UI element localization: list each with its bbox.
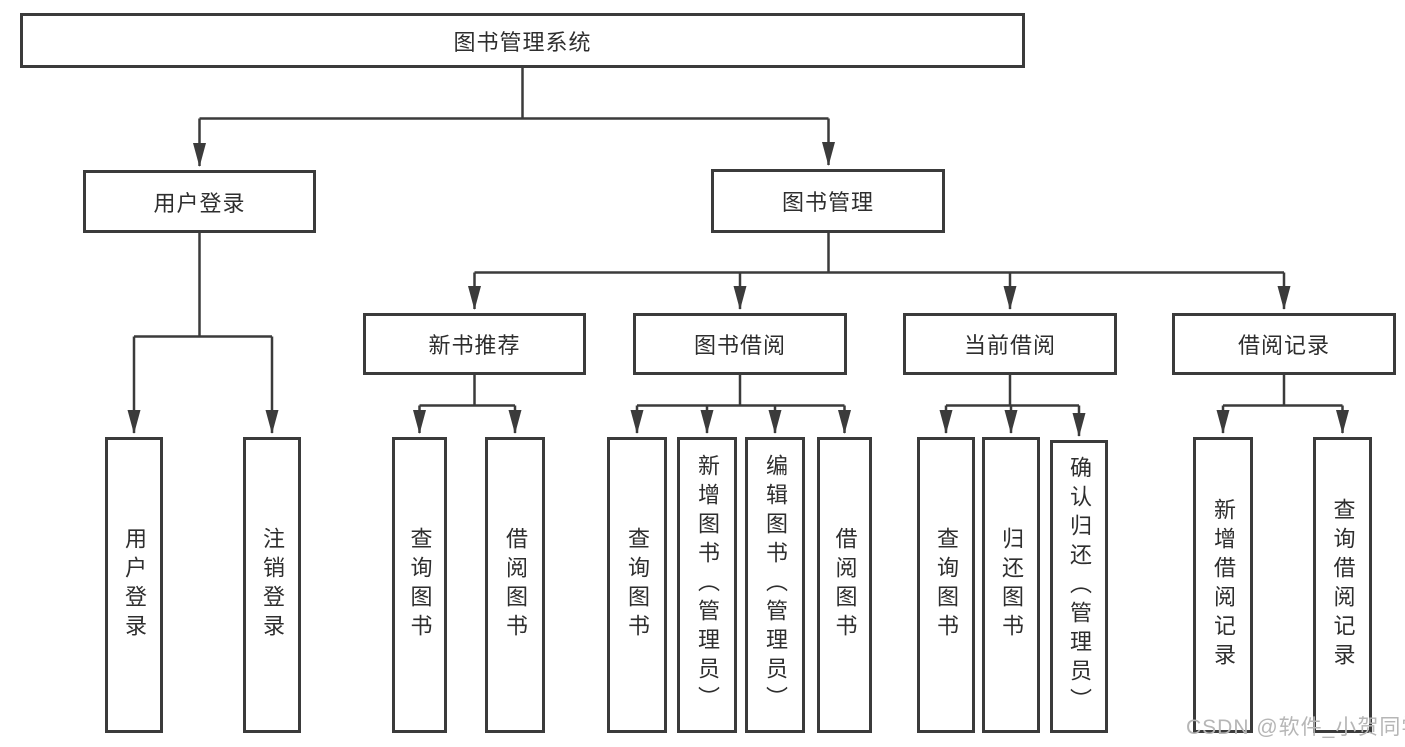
node-label: 用户登录: [122, 526, 147, 644]
node-label: 查询图书: [625, 526, 650, 644]
node-label: 新书推荐: [428, 333, 521, 358]
node-borrow-records: 借阅记录: [1172, 313, 1396, 375]
node-new-book-recommend: 新书推荐: [363, 313, 586, 375]
node-label: 借阅图书: [503, 526, 528, 644]
node-label: 当前借阅: [963, 333, 1056, 358]
leaf-query-books: 查询图书: [607, 437, 667, 733]
node-label: 图书管理: [781, 190, 874, 215]
node-label: 查询图书: [407, 526, 433, 644]
node-label: 借阅记录: [1237, 333, 1330, 358]
node-user-login: 用户登录: [83, 170, 316, 233]
node-label: 新增图书（管理员）: [695, 454, 720, 716]
leaf-confirm-return-admin: 确认归还（管理员）: [1050, 440, 1108, 733]
node-label: 确认归还（管理员）: [1067, 455, 1092, 718]
leaf-query-books: 查询图书: [917, 437, 975, 733]
leaf-add-books-admin: 新增图书（管理员）: [677, 437, 737, 733]
node-label: 图书借阅: [693, 333, 786, 358]
node-current-borrow: 当前借阅: [903, 313, 1117, 375]
leaf-user-login: 用户登录: [105, 437, 163, 733]
node-root-system: 图书管理系统: [20, 13, 1025, 68]
node-label: 查询借阅记录: [1330, 497, 1356, 673]
node-book-borrow: 图书借阅: [633, 313, 847, 375]
leaf-edit-books-admin: 编辑图书（管理员）: [745, 437, 805, 733]
csdn-watermark: CSDN @软件_小贺同学: [1186, 716, 1405, 739]
node-label: 借阅图书: [832, 526, 858, 644]
leaf-query-books: 查询图书: [392, 437, 447, 733]
leaf-return-books: 归还图书: [982, 437, 1040, 733]
leaf-logout: 注销登录: [243, 437, 301, 733]
node-label: 用户登录: [153, 190, 246, 216]
leaf-query-borrow-record: 查询借阅记录: [1313, 437, 1372, 733]
node-label: 注销登录: [260, 526, 285, 644]
node-label: 查询图书: [934, 526, 959, 644]
node-label: 新增借阅记录: [1211, 497, 1236, 673]
node-label: 编辑图书（管理员）: [763, 454, 788, 716]
node-book-management: 图书管理: [711, 169, 945, 233]
node-label: 归还图书: [999, 526, 1024, 644]
leaf-borrow-books: 借阅图书: [485, 437, 545, 733]
leaf-add-borrow-record: 新增借阅记录: [1193, 437, 1253, 733]
node-label: 图书管理系统: [453, 29, 592, 55]
leaf-borrow-books: 借阅图书: [817, 437, 872, 733]
